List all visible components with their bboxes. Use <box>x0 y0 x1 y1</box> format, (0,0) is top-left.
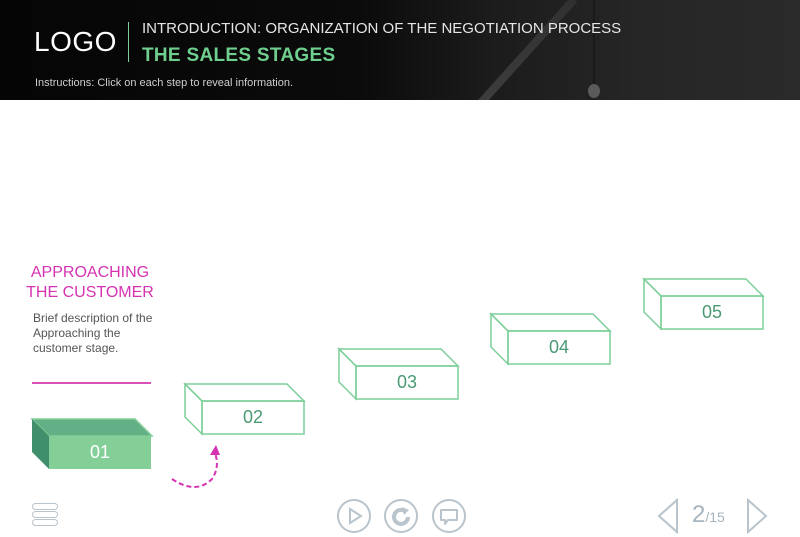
menu-icon-bar <box>32 511 58 518</box>
total-pages: /15 <box>705 509 725 525</box>
stage-underline <box>32 382 151 384</box>
step-05-label: 05 <box>701 302 723 322</box>
box-3d-icon <box>183 382 306 436</box>
chevron-left-icon[interactable] <box>656 498 680 534</box>
menu-icon-bar <box>32 519 58 526</box>
stage-description: Brief description of the Approaching the… <box>33 311 153 355</box>
header-banner: LOGO INTRODUCTION: ORGANIZATION OF THE N… <box>0 0 800 100</box>
box-3d-icon <box>489 312 612 366</box>
header-divider <box>128 22 129 62</box>
menu-icon <box>32 503 58 510</box>
stage-title-line2: THE CUSTOMER <box>26 284 154 301</box>
lamp-cord <box>593 0 595 86</box>
instructions: Instructions: Click on each step to reve… <box>35 77 294 89</box>
lamp-bulb <box>588 84 600 98</box>
comment-icon <box>440 509 458 525</box>
logo: LOGO <box>34 26 117 57</box>
stage-title-line1: APPROACHING <box>30 264 150 281</box>
step-05-button[interactable]: 05 <box>642 277 765 331</box>
light-beam <box>470 0 578 100</box>
step-04-label: 04 <box>548 337 570 357</box>
play-button[interactable] <box>337 499 371 533</box>
step-03-label: 03 <box>396 372 418 392</box>
replay-icon <box>392 507 410 526</box>
comment-button[interactable] <box>432 499 466 533</box>
slide-title: THE SALES STAGES <box>142 45 336 66</box>
step-03-button[interactable]: 03 <box>337 347 460 401</box>
box-3d-icon <box>337 347 460 401</box>
step-04-button[interactable]: 04 <box>489 312 612 366</box>
menu-button[interactable] <box>32 503 60 527</box>
chevron-right-icon[interactable] <box>745 498 769 534</box>
box-3d-icon <box>30 418 154 469</box>
page-counter: 2/15 <box>692 501 725 529</box>
box-3d-icon <box>642 277 765 331</box>
step-02-button[interactable]: 02 <box>183 382 306 436</box>
step-01-label: 01 <box>89 442 111 462</box>
play-icon <box>349 507 363 525</box>
stage-title: APPROACHING THE CUSTOMER <box>20 263 160 303</box>
curved-arrow-icon <box>171 445 220 488</box>
replay-button[interactable] <box>384 499 418 533</box>
step-02-label: 02 <box>242 407 264 427</box>
course-title: INTRODUCTION: ORGANIZATION OF THE NEGOTI… <box>142 20 622 37</box>
step-01-button[interactable]: 01 <box>30 418 154 470</box>
current-page: 2 <box>692 501 706 528</box>
